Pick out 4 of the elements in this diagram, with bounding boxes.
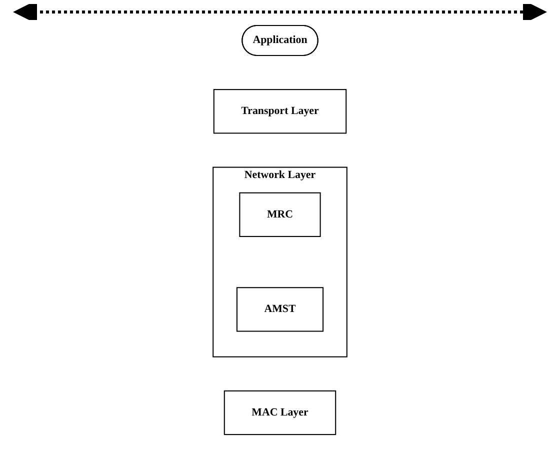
node-box: AMST: [236, 287, 324, 332]
node-box: MRC: [239, 192, 321, 237]
node-box: Transport Layer: [213, 89, 347, 134]
node-box: MAC Layer: [224, 390, 336, 436]
